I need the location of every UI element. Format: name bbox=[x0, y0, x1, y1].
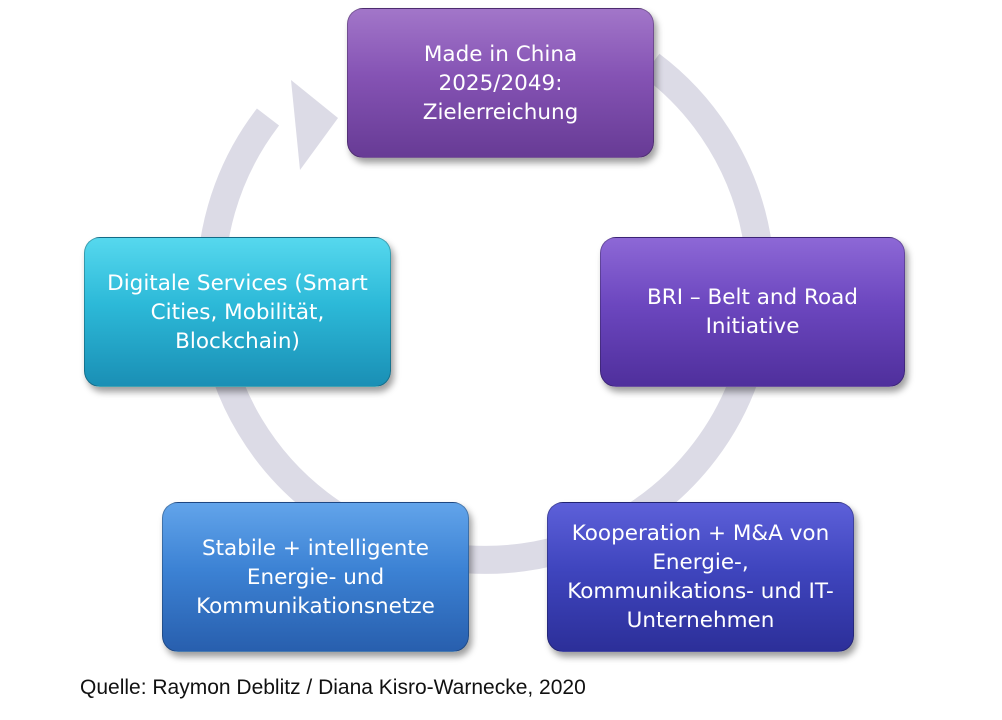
node-left-line-1: Digitale Services (Smart bbox=[107, 270, 368, 296]
node-bottom-right-line-1: Kooperation + M&A von bbox=[571, 521, 830, 546]
node-top-line-3: Zielerreichung bbox=[422, 99, 579, 125]
node-left-line-3: Blockchain) bbox=[175, 328, 300, 354]
source-caption: Quelle: Raymon Deblitz / Diana Kisro-War… bbox=[80, 676, 586, 699]
node-top-line-2: 2025/2049: bbox=[438, 70, 563, 96]
node-right-line-1: BRI – Belt and Road bbox=[647, 285, 858, 310]
node-bottom-right-line-2: Energie-, bbox=[652, 550, 749, 575]
node-top-line-1: Made in China bbox=[423, 41, 578, 67]
node-bottom-left-line-3: Kommunikationsnetze bbox=[196, 593, 435, 619]
node-bottom-left-line-1: Stabile + intelligente bbox=[201, 535, 430, 561]
node-bottom-left-line-2: Energie- und bbox=[246, 564, 385, 590]
node-bottom-right-line-3: Kommunikations- und IT- bbox=[567, 579, 834, 604]
node-digitale-services: Digitale Services (Smart Cities, Mobilit… bbox=[84, 237, 391, 387]
node-kooperation: Kooperation + M&A von Energie-, Kommunik… bbox=[547, 502, 854, 652]
node-netze: Stabile + intelligente Energie- und Komm… bbox=[162, 502, 469, 652]
node-right-line-2: Initiative bbox=[705, 314, 800, 339]
node-bri: BRI – Belt and Road Initiative bbox=[600, 237, 905, 387]
node-made-in-china: Made in China 2025/2049: Zielerreichung bbox=[347, 8, 654, 158]
node-left-line-2: Cities, Mobilität, bbox=[150, 299, 325, 325]
node-bottom-right-line-4: Unternehmen bbox=[626, 608, 775, 633]
